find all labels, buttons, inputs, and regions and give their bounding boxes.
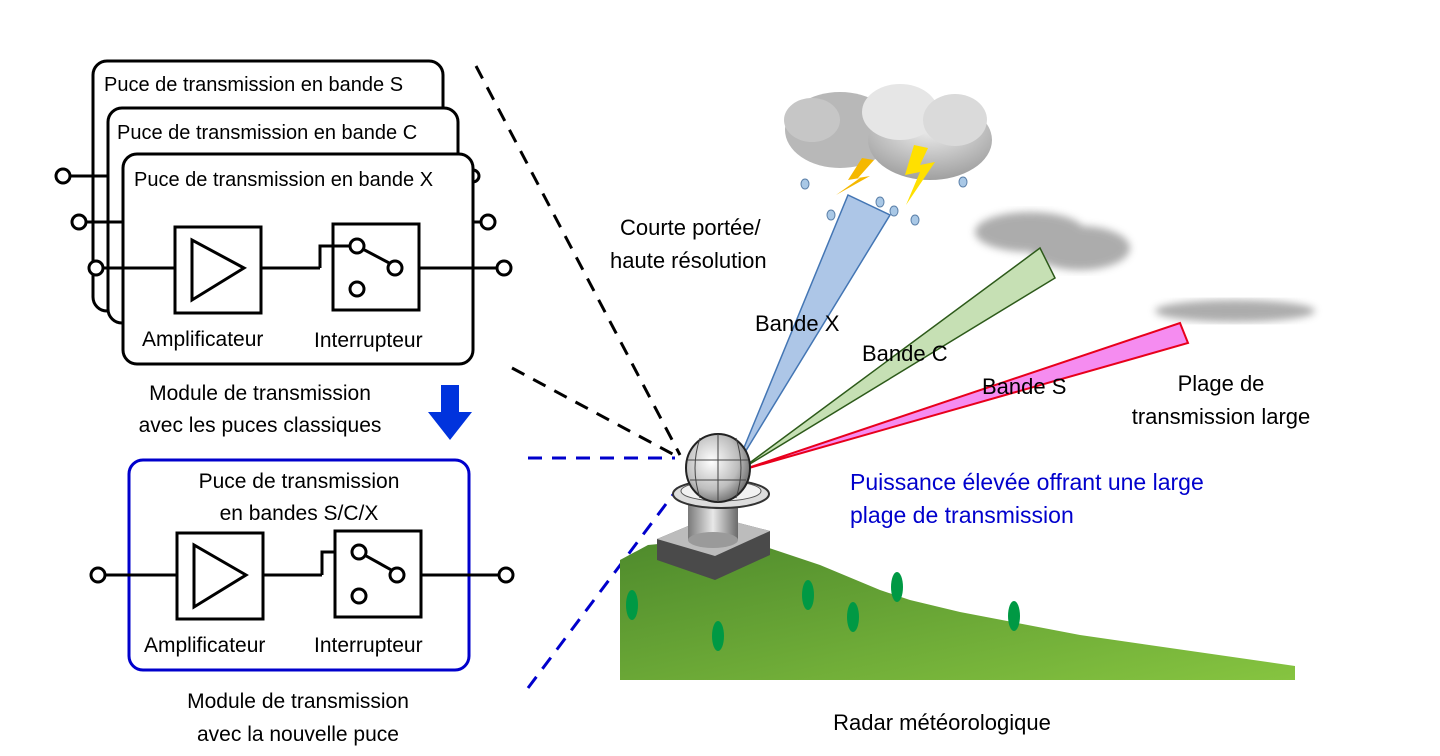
beam-s-label: Bande S <box>982 374 1066 399</box>
new-terminals <box>89 566 515 584</box>
lightning-icon <box>836 158 874 195</box>
callout-lines <box>474 65 682 689</box>
switch-icon <box>348 237 404 298</box>
new-caption-line2: avec la nouvelle puce <box>197 723 399 746</box>
new-amplifier-triangle-icon <box>192 542 249 610</box>
output-terminals <box>420 168 513 277</box>
chip-s-title: Puce de transmission en bande S <box>104 74 403 96</box>
cloud-icon <box>975 212 1130 270</box>
conventional-caption-line2: avec les puces classiques <box>139 414 382 437</box>
beam-x-label: Bande X <box>755 311 840 336</box>
hill <box>620 540 1295 680</box>
conventional-caption-line1: Module de transmission <box>149 382 371 405</box>
new-chip-title-line2: en bandes S/C/X <box>220 502 379 525</box>
down-arrow-icon <box>428 385 472 440</box>
lightning-icon <box>905 145 935 205</box>
beam-s <box>741 321 1190 471</box>
beam-c-label: Bande C <box>862 341 948 366</box>
power-line1: Puissance élevée offrant une large <box>850 469 1204 495</box>
new-caption-line1: Module de transmission <box>187 690 409 713</box>
new-chip-title-line1: Puce de transmission <box>199 470 400 493</box>
chip-c-title: Puce de transmission en bande C <box>117 122 417 144</box>
new-switch-block <box>333 529 423 619</box>
power-line2: plage de transmission <box>850 502 1074 528</box>
new-switch-icon <box>350 543 406 605</box>
input-terminals <box>54 167 178 277</box>
chip-x-title: Puce de transmission en bande X <box>134 169 433 191</box>
wide-range-line1: Plage de <box>1178 371 1265 396</box>
radar-station-icon <box>657 433 770 580</box>
new-switch-label: Interrupteur <box>314 634 423 657</box>
amplifier-triangle-icon <box>190 237 248 303</box>
beam-x <box>735 193 892 468</box>
cloud-icon <box>1155 300 1315 322</box>
new-module: Puce de transmission en bandes S/C/X Amp… <box>89 458 515 746</box>
conventional-module: Puce de transmission en bande S Puce de … <box>54 59 513 437</box>
amplifier-label: Amplificateur <box>142 328 263 351</box>
short-range-line2: haute résolution <box>610 248 767 273</box>
trees <box>626 572 1020 651</box>
radar-caption: Radar météorologique <box>833 710 1051 735</box>
new-amplifier-label: Amplificateur <box>144 634 265 657</box>
wide-range-line2: transmission large <box>1132 404 1311 429</box>
beam-c <box>739 246 1056 471</box>
short-range-line1: Courte portée/ <box>620 215 762 240</box>
switch-label: Interrupteur <box>314 329 423 352</box>
switch-block <box>331 222 421 312</box>
storm-cloud-icon <box>784 84 992 226</box>
